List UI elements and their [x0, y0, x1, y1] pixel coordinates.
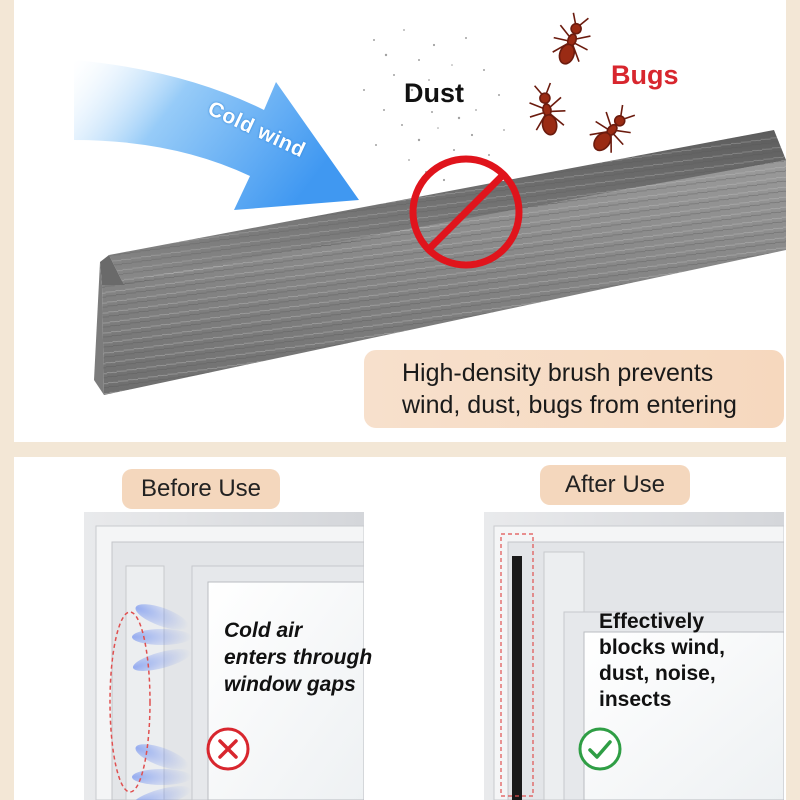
before-note: Cold air enters through window gaps: [224, 617, 372, 698]
ant-icon: [552, 12, 591, 65]
before-use-title: Before Use: [122, 469, 280, 509]
after-note-line-3: dust, noise,: [599, 662, 716, 685]
benefit-line-1: High-density brush prevents: [402, 359, 714, 387]
prohibition-icon: [409, 155, 523, 269]
installed-brush-strip: [512, 556, 522, 800]
before-note-line-1: Cold air: [224, 619, 303, 642]
benefit-callout: High-density brush prevents wind, dust, …: [364, 350, 784, 428]
illustration-layer: [74, 12, 786, 395]
before-note-line-2: enters through: [224, 646, 373, 669]
ant-icon: [589, 104, 636, 153]
after-note-line-4: insects: [599, 688, 672, 711]
before-note-line-3: window gaps: [224, 673, 356, 696]
check-circle-icon: [578, 727, 622, 771]
benefit-line-2: wind, dust, bugs from entering: [402, 391, 737, 419]
after-use-title: After Use: [540, 465, 690, 505]
dust-particles: [363, 29, 505, 182]
cold-wind-arrow: [74, 60, 359, 210]
brush-weatherstrip: [94, 130, 786, 395]
bugs-label: Bugs: [611, 60, 679, 90]
after-note-line-2: blocks wind,: [599, 636, 726, 659]
top-panel: Cold wind Dust Bugs High-density brush p…: [14, 0, 786, 442]
dust-label: Dust: [404, 78, 464, 108]
ant-icon: [529, 82, 566, 136]
after-note-line-1: Effectively: [599, 610, 705, 633]
bottom-panel: Before Use After Use Cold air enters thr…: [14, 457, 786, 800]
after-note: Effectively blocks wind, dust, noise, in…: [599, 609, 725, 713]
cross-circle-icon: [206, 727, 250, 771]
after-window-frame: [484, 512, 784, 800]
